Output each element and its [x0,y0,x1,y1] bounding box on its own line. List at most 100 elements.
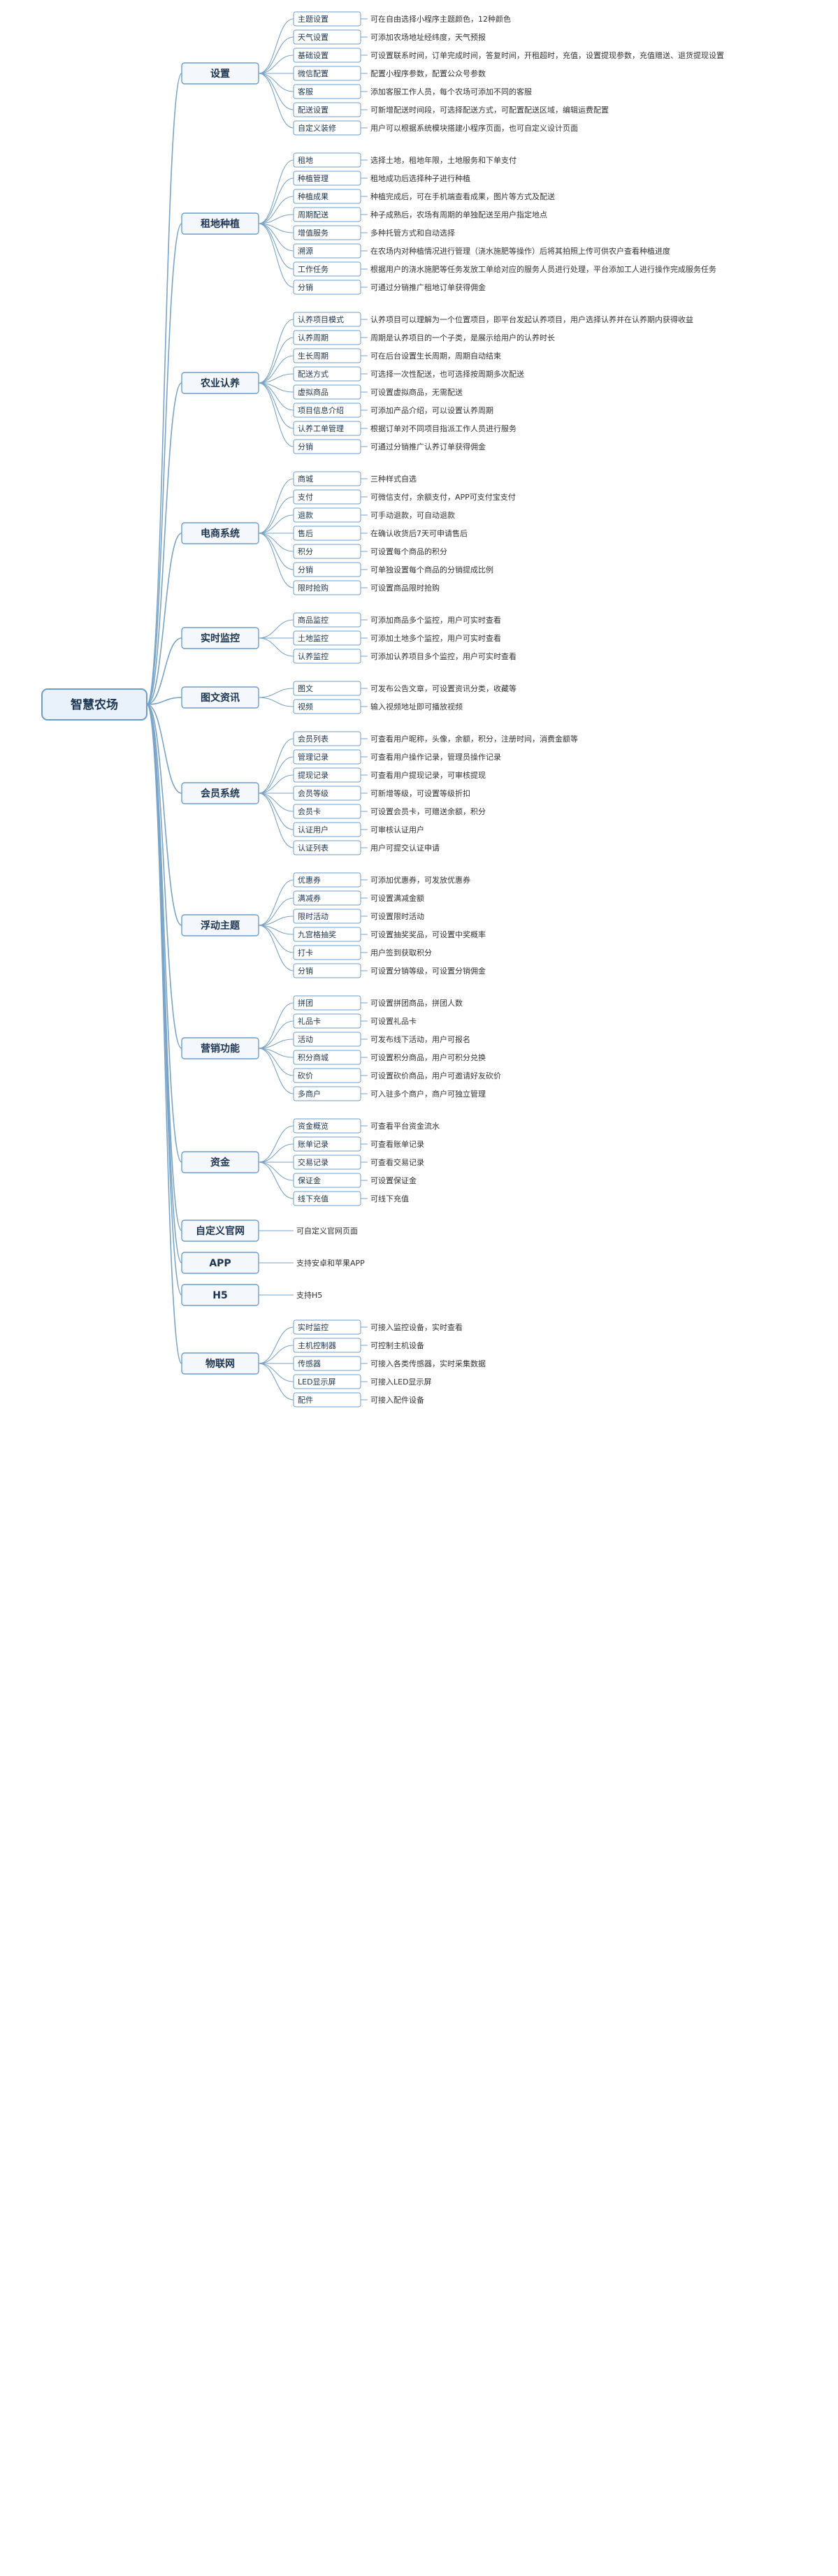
item-desc: 在确认收货后7天可申请售后 [370,528,468,538]
item-label: 售后 [298,528,313,538]
item-desc: 可发布线下活动，用户可报名 [370,1034,470,1044]
item-desc: 支持H5 [296,1290,322,1300]
branch-label: 租地种植 [201,218,240,230]
branch-item-link [258,55,294,74]
branch-2: 租地种植租地选择土地，租地年限，土地服务和下单支付种植管理租地成功后选择种子进行… [181,152,716,295]
item-desc: 可线下充值 [370,1194,409,1203]
item-desc: 可查看用户操作记录，管理员操作记录 [370,752,501,762]
item-desc: 可查看交易记录 [370,1157,424,1167]
root-branch-link [146,704,182,1296]
branch-7: 会员系统会员列表可查看用户昵称，头像，余额，积分，注册时间，消费金额等管理记录可… [181,731,578,855]
branch-label: 自定义官网 [196,1225,245,1237]
item-desc: 可审核认证用户 [370,825,424,834]
item-desc: 可在自由选择小程序主题颜色，12种颜色 [370,14,511,24]
branch-item-link [258,925,294,971]
branch-item-link [258,214,294,224]
item-label: 拼团 [298,998,313,1008]
item-desc: 可设置限时活动 [370,912,424,921]
item-label: 限时抢购 [298,583,328,593]
item-label: 认养项目模式 [298,314,344,324]
item-label: 传感器 [298,1359,321,1368]
branch-item-link [258,774,294,794]
branch-9: 营销功能拼团可设置拼团商品，拼团人数礼品卡可设置礼品卡活动可发布线下活动，用户可… [181,995,501,1101]
branch-item-link [258,73,294,92]
item-label: 图文 [298,683,313,693]
branch-label: 营销功能 [201,1043,240,1055]
item-label: 工作任务 [298,265,328,274]
item-desc: 可设置砍价商品，用户可邀请好友砍价 [370,1071,501,1080]
item-desc: 可设置积分商品，用户可积分兑换 [370,1052,486,1062]
branch-item-link [258,514,294,534]
item-label: 认证用户 [298,825,328,834]
item-desc: 可设置保证金 [370,1175,417,1185]
item-desc: 可设置满减金额 [370,893,424,903]
root-branch-link [146,637,182,705]
branch-label: 会员系统 [201,788,240,799]
item-desc: 可查看平台资金流水 [370,1121,440,1131]
item-desc: 可接入配件设备 [370,1395,424,1405]
item-desc: 可接入监控设备，实时查看 [370,1322,463,1332]
branch-10: 资金资金概览可查看平台资金流水账单记录可查看账单记录交易记录可查看交易记录保证金… [181,1118,440,1206]
item-desc: 可添加认养项目多个监控，用户可实时查看 [370,651,516,661]
branch-item-link [258,533,294,588]
item-desc: 种植完成后，可在手机端查看成果，图片等方式及配送 [370,191,555,201]
root-branch-link [146,704,182,794]
branch-item-link [258,738,294,794]
item-desc: 可添加产品介绍，可以设置认养周期 [370,405,493,415]
item-label: 分销 [298,565,313,574]
branch-item-link [258,1345,294,1364]
item-label: 交易记录 [298,1157,328,1167]
branch-item-link [258,1162,294,1181]
branch-item-link [258,1048,294,1094]
item-label: 礼品卡 [298,1016,321,1026]
item-desc: 可接入LED显示屏 [370,1377,432,1387]
root-branch-link [146,533,182,705]
branch-item-link [258,36,294,74]
root-label: 智慧农场 [71,697,118,712]
item-desc: 可手动退款，可自动退款 [370,510,455,520]
branch-item-link [258,337,294,384]
branch-6: 图文资讯图文可发布公告文章，可设置资讯分类，收藏等视频输入视频地址即可播放视频 [181,681,516,714]
branch-item-link [258,196,294,224]
branch-item-link [258,1326,294,1364]
item-label: 虚拟商品 [298,387,328,397]
branch-label: 实时监控 [201,632,240,644]
item-desc: 可查看账单记录 [370,1139,424,1149]
item-desc: 周期是认养项目的一个子类，是展示给用户的认养时长 [370,333,555,342]
branch-item-link [258,382,294,411]
item-label: 积分 [298,547,313,556]
branch-item-link [258,1363,294,1382]
branch-item-link [258,382,294,447]
branch-label: 浮动主题 [201,920,240,932]
branch-item-link [258,1020,294,1049]
root-branch-link [146,704,182,1364]
item-label: 线下充值 [298,1194,328,1203]
item-label: 种植管理 [298,173,328,183]
item-desc: 可通过分销推广租地订单获得佣金 [370,282,486,292]
item-desc: 可添加商品多个监控，用户可实时查看 [370,615,501,625]
branch-item-link [258,697,294,707]
item-label: 商品监控 [298,615,328,625]
branch-item-link [258,496,294,534]
branch-item-link [258,1143,294,1163]
root-branch-link [146,704,182,1049]
item-desc: 多种托管方式和自动选择 [370,228,455,238]
branch-item-link [258,619,294,639]
item-desc: 输入视频地址即可播放视频 [370,702,463,711]
item-label: 会员卡 [298,807,321,816]
item-desc: 可选择一次性配送，也可选择按周期多次配送 [370,369,524,379]
branch-item-link [258,637,294,657]
branch-item-link [258,688,294,698]
item-label: LED显示屏 [298,1377,336,1387]
item-desc: 可在后台设置生长周期，周期自动结束 [370,351,501,361]
item-label: 限时活动 [298,912,328,921]
item-desc: 可接入各类传感器，实时采集数据 [370,1359,486,1368]
item-desc: 可设置会员卡，可赠送余额，积分 [370,806,486,816]
branch-label: 资金 [210,1157,231,1168]
item-label: 提现记录 [298,771,328,780]
item-label: 会员列表 [298,734,328,744]
item-desc: 可微信支付，余额支付，APP可支付宝支付 [370,492,516,502]
branch-item-link [258,373,294,384]
